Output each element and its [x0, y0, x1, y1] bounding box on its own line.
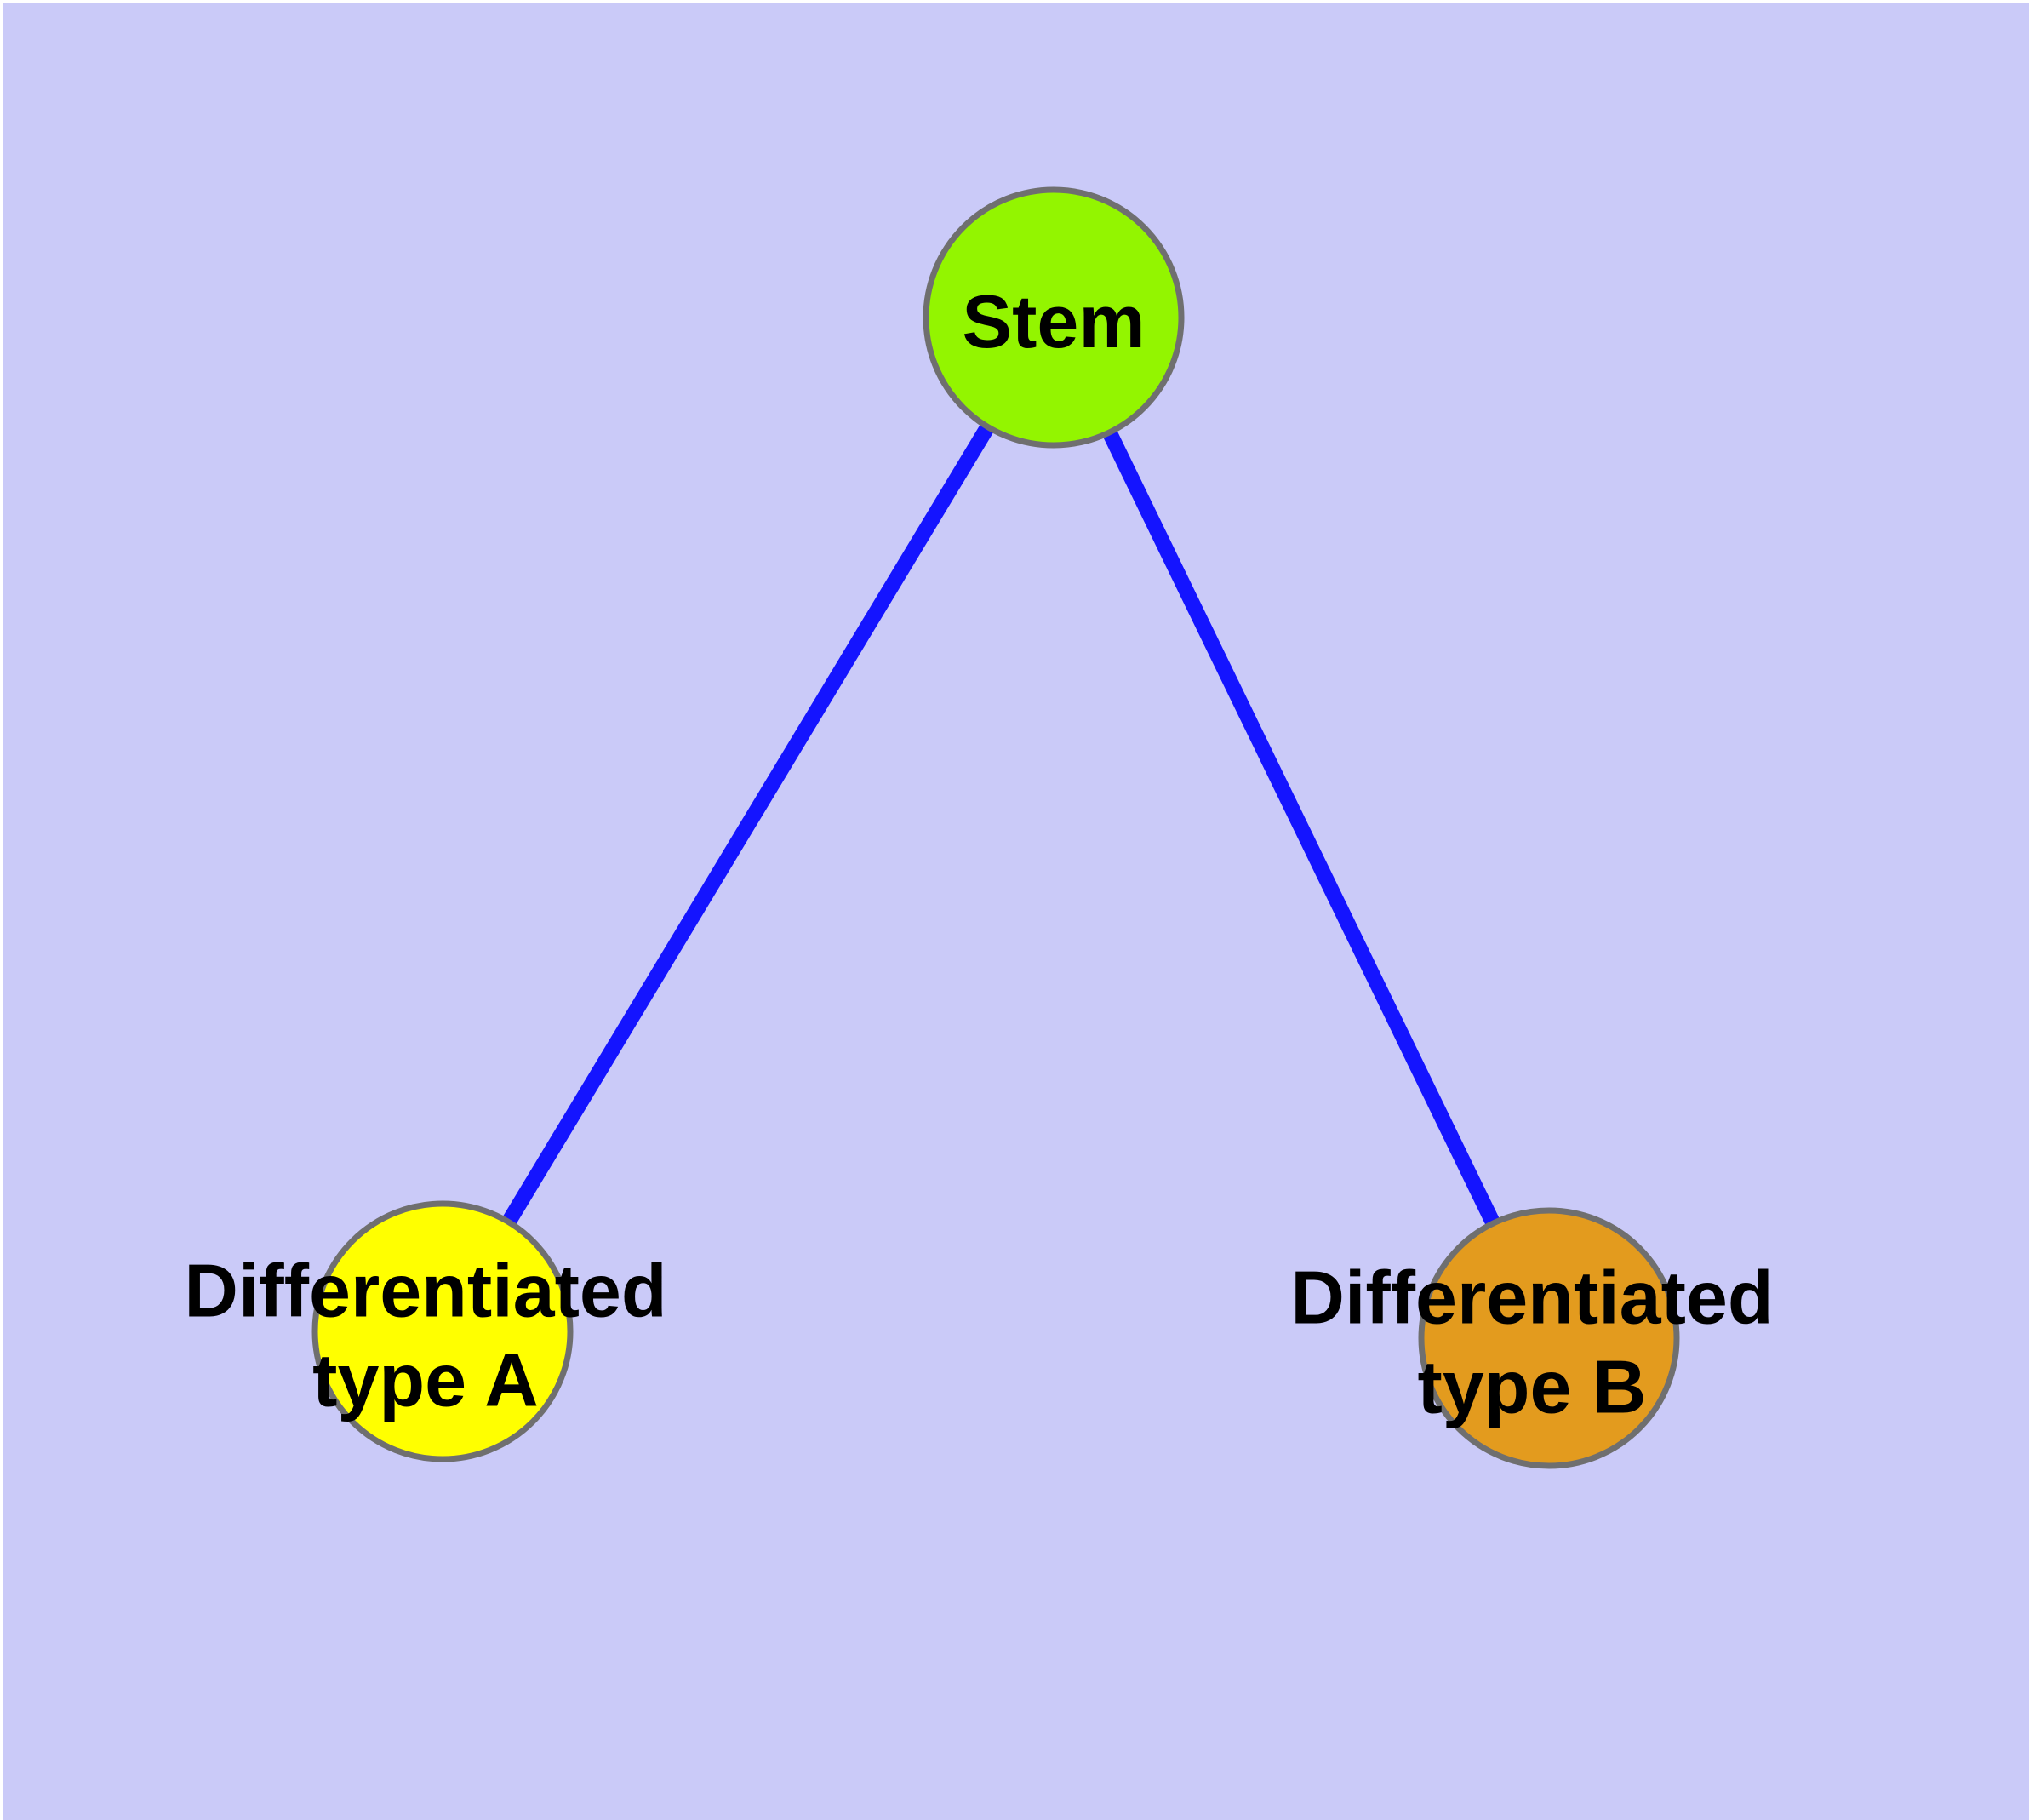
node-stem-label: Stem — [962, 279, 1145, 363]
node-typeA-label-line-2: type A — [312, 1338, 539, 1422]
node-typeB-label-line-1: Differentiated — [1290, 1256, 1773, 1340]
node-stem-circle — [923, 186, 1185, 449]
edge-stem-typeB — [1046, 314, 1557, 1342]
node-typeA-circle — [311, 1200, 574, 1462]
node-typeB-circle — [1418, 1207, 1680, 1469]
node-typeB-label-line-2: type B — [1418, 1345, 1647, 1429]
edge-stem-typeA — [436, 313, 1060, 1336]
node-stem-label-line-1: Stem — [962, 279, 1145, 363]
edges-layer — [436, 313, 1557, 1342]
node-stem: Stem — [923, 186, 1185, 449]
node-typeA-label-line-1: Differentiated — [184, 1249, 666, 1333]
